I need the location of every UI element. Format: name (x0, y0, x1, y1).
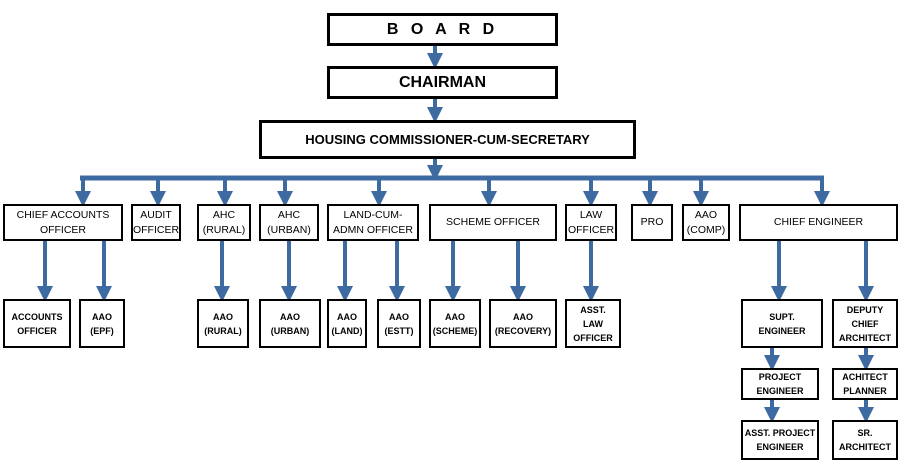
sub-aao-estt: AAO (ESTT) (377, 299, 421, 348)
dept-audit-officer: AUDIT OFFICER (131, 204, 181, 241)
arch-achitect-planner: ACHITECT PLANNER (832, 368, 898, 400)
chairman-label: CHAIRMAN (398, 73, 487, 91)
arch-sr-architect: SR. ARCHITECT (832, 420, 898, 460)
dept-chief-engineer: CHIEF ENGINEER (739, 204, 898, 241)
dept-scheme-officer: SCHEME OFFICER (429, 204, 557, 241)
org-chart (37, 46, 874, 423)
sub-aao-recovery: AAO (RECOVERY) (489, 299, 557, 348)
sub-accounts-officer: ACCOUNTS OFFICER (3, 299, 71, 348)
sub-deputy-chief-architect: DEPUTY CHIEF ARCHITECT (832, 299, 898, 348)
dept-pro: PRO (631, 204, 673, 241)
sub-aao-epf: AAO (EPF) (79, 299, 125, 348)
sub-aao-urban: AAO (URBAN) (259, 299, 321, 348)
sub-aao-rural: AAO (RURAL) (197, 299, 249, 348)
housing-commissioner-label: HOUSING COMMISSIONER-CUM-SECRETARY (305, 132, 590, 147)
dept-ahc-rural: AHC (RURAL) (197, 204, 251, 241)
dept-law-officer: LAW OFFICER (565, 204, 617, 241)
dept-aao-comp: AAO (COMP) (682, 204, 730, 241)
sub-asst-law-officer: ASST. LAW OFFICER (565, 299, 621, 348)
dept-ahc-urban: AHC (URBAN) (259, 204, 319, 241)
sub-aao-land: AAO (LAND) (327, 299, 367, 348)
board-label: B O A R D (386, 20, 499, 38)
sub-aao-scheme: AAO (SCHEME) (429, 299, 481, 348)
sub-supt-engineer: SUPT. ENGINEER (741, 299, 823, 348)
dept-land-cum-admn-officer: LAND-CUM- ADMN OFFICER (327, 204, 419, 241)
eng-project-engineer: PROJECT ENGINEER (741, 368, 819, 400)
eng-asst-project-engineer: ASST. PROJECT ENGINEER (741, 420, 819, 460)
housing-commissioner-box: HOUSING COMMISSIONER-CUM-SECRETARY (259, 120, 636, 159)
board-box: B O A R D (327, 13, 558, 46)
chairman-box: CHAIRMAN (327, 66, 558, 99)
dept-chief-accounts-officer: CHIEF ACCOUNTS OFFICER (3, 204, 123, 241)
